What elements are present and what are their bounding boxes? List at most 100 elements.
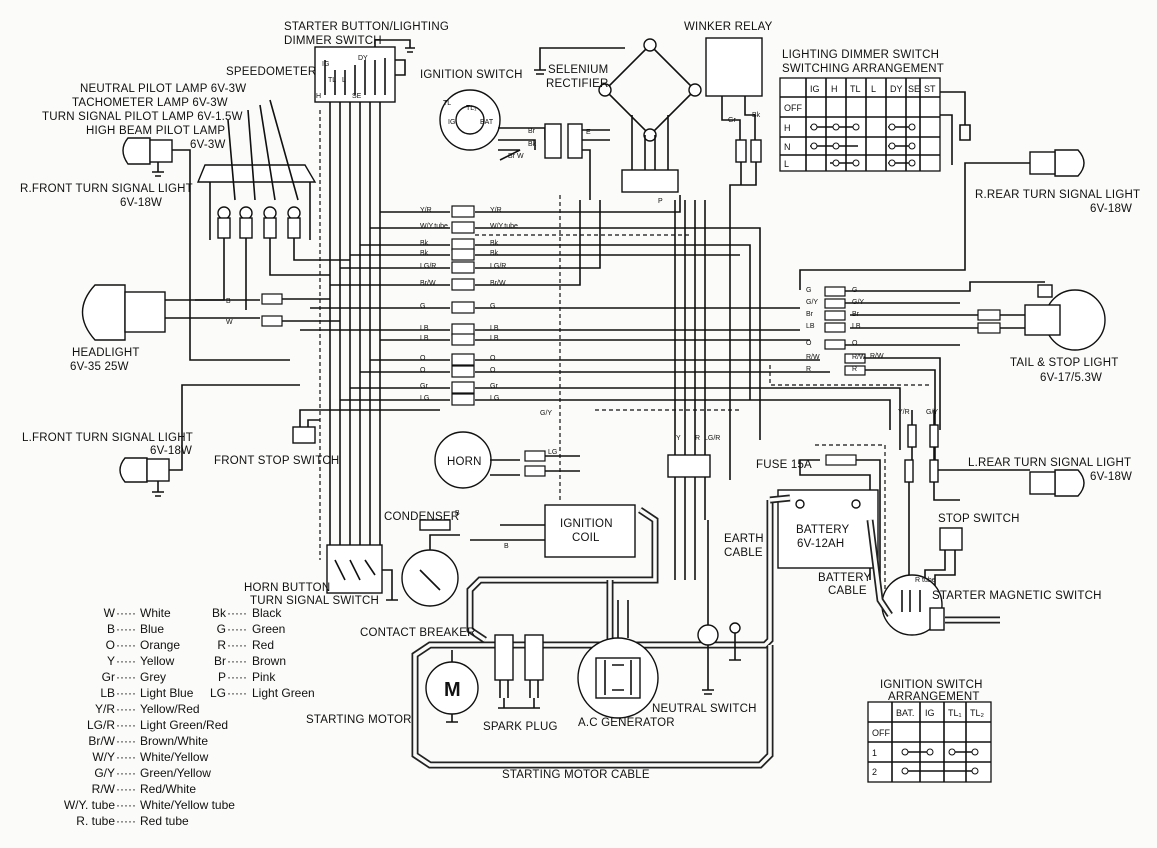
harness-label-right: LG/R — [490, 263, 506, 270]
harness-label-left: W/Y.tube — [420, 223, 448, 230]
harness-label-left: LG — [420, 395, 429, 402]
harness-label-right: O — [490, 367, 496, 374]
label-lrear-turn: L.REAR TURN SIGNAL LIGHT — [968, 457, 1131, 469]
label-motor-m: M — [444, 679, 461, 701]
label-rfront-rating: 6V-18W — [120, 197, 162, 209]
legend-name: Red tube — [140, 814, 189, 828]
sw-label-h: H — [316, 93, 321, 100]
harness-label-right: LG — [490, 395, 499, 402]
legend-dots: ····· — [116, 798, 136, 812]
sw-label-tl1: TL₁ — [466, 105, 477, 112]
label-battery-cable2: CABLE — [828, 585, 867, 597]
ign-col-header: TL₁ — [948, 708, 962, 718]
wire-label-r: R — [695, 435, 700, 442]
label-dimmer-arr2: SWITCHING ARRANGEMENT — [782, 63, 944, 75]
wire-label-b: B — [226, 298, 231, 305]
wire-label-y: Y — [676, 435, 681, 442]
legend-name: Green — [252, 622, 285, 636]
label-stop-switch: STOP SWITCH — [938, 513, 1020, 525]
legend-code: G/Y — [94, 766, 115, 780]
sw-label-ig: IG — [448, 119, 455, 126]
sw-label-l: L — [342, 77, 346, 84]
legend-dots: ····· — [227, 638, 247, 652]
wire-label-b4: B — [504, 543, 509, 550]
label-battery1: BATTERY — [796, 524, 850, 536]
fuse-area — [799, 410, 960, 590]
wire-label-gy2: G/Y — [926, 409, 938, 416]
dimmer-col-header: SE — [908, 84, 920, 94]
text-labels: STARTER BUTTON/LIGHTING DIMMER SWITCH SP… — [20, 21, 1140, 781]
headlight — [81, 284, 340, 341]
label-ignition-coil1: IGNITION — [560, 518, 613, 530]
wire-label-p: P — [658, 198, 663, 205]
legend-name: White/Yellow — [140, 750, 209, 764]
label-starting-motor-cable: STARTING MOTOR CABLE — [502, 769, 650, 781]
label-spark-plug: SPARK PLUG — [483, 721, 558, 733]
pilot-lamps — [217, 206, 301, 239]
ign-row-header: 2 — [872, 767, 877, 777]
legend-code: O — [106, 638, 115, 652]
r-front-turn-signal — [122, 137, 290, 361]
label-winker-relay: WINKER RELAY — [684, 21, 773, 33]
label-ignition-switch: IGNITION SWITCH — [420, 69, 523, 81]
harness-label-right: G — [490, 303, 495, 310]
dimmer-col-header: DY — [890, 84, 903, 94]
label-highbeam-rating: 6V-3W — [190, 139, 226, 151]
label-ignition-coil2: COIL — [572, 532, 600, 544]
wire-label-yr: Y/R — [898, 409, 910, 416]
rear-connectors — [769, 281, 1045, 471]
rear-label-right: G — [852, 287, 857, 294]
wire-label-bk2: Bk — [752, 112, 761, 119]
dimmer-row-header: L — [784, 159, 789, 169]
battery — [777, 489, 879, 569]
legend-dots: ····· — [116, 622, 136, 636]
spark-plugs — [494, 634, 544, 709]
ign-col-header: BAT. — [896, 708, 914, 718]
legend-dots: ····· — [116, 686, 136, 700]
label-lrear-rating: 6V-18W — [1090, 471, 1132, 483]
wire-label-bk: Bk — [528, 141, 537, 148]
label-ign-arr2: ARRANGEMENT — [888, 691, 980, 703]
legend-code: LG — [210, 686, 226, 700]
legend-name: Green/Yellow — [140, 766, 211, 780]
harness-label-left: Gr — [420, 383, 428, 390]
legend-dots: ····· — [116, 670, 136, 684]
legend-name: White/Yellow tube — [140, 798, 235, 812]
tail-stop-light — [850, 284, 1106, 351]
legend-code: LG/R — [87, 718, 115, 732]
legend-name: Black — [252, 606, 282, 620]
label-front-stop: FRONT STOP SWITCH — [214, 455, 339, 467]
label-speedometer: SPEEDOMETER — [226, 66, 316, 78]
legend-dots: ····· — [227, 606, 247, 620]
label-neutral-switch: NEUTRAL SWITCH — [652, 703, 757, 715]
legend-dots: ····· — [227, 686, 247, 700]
rear-label-left: Br — [806, 311, 814, 318]
legend-code: R/W — [92, 782, 116, 796]
rear-label-left: G/Y — [806, 299, 818, 306]
legend-name: Light Green — [252, 686, 315, 700]
dimmer-col-header: H — [831, 84, 838, 94]
harness-label-right: LB — [490, 325, 499, 332]
label-battery2: 6V-12AH — [797, 538, 844, 550]
legend-name: Red/White — [140, 782, 196, 796]
label-tail-stop: TAIL & STOP LIGHT — [1010, 357, 1118, 369]
legend-code: Y — [107, 654, 115, 668]
legend-name: Yellow — [140, 654, 175, 668]
label-r-tube: R tube — [915, 577, 936, 584]
legend-dots: ····· — [227, 654, 247, 668]
color-legend: W·····WhiteB·····BlueO·····OrangeY·····Y… — [64, 606, 315, 828]
contact-breaker — [401, 519, 460, 607]
dimmer-col-header: ST — [924, 84, 936, 94]
ign-col-header: IG — [925, 708, 935, 718]
legend-code: Bk — [212, 606, 227, 620]
label-selenium: SELENIUM — [548, 64, 608, 76]
label-lfront-turn: L.FRONT TURN SIGNAL LIGHT — [22, 432, 193, 444]
label-lfront-rating: 6V-18W — [150, 445, 192, 457]
dimmer-col-header: L — [871, 84, 876, 94]
harness-label-left: Br/W — [420, 280, 436, 287]
legend-name: Brown/White — [140, 734, 208, 748]
ign-row-header: OFF — [872, 728, 890, 738]
dimmer-col-header: TL — [850, 84, 861, 94]
label-highbeam-lamp: HIGH BEAM PILOT LAMP — [86, 125, 225, 137]
